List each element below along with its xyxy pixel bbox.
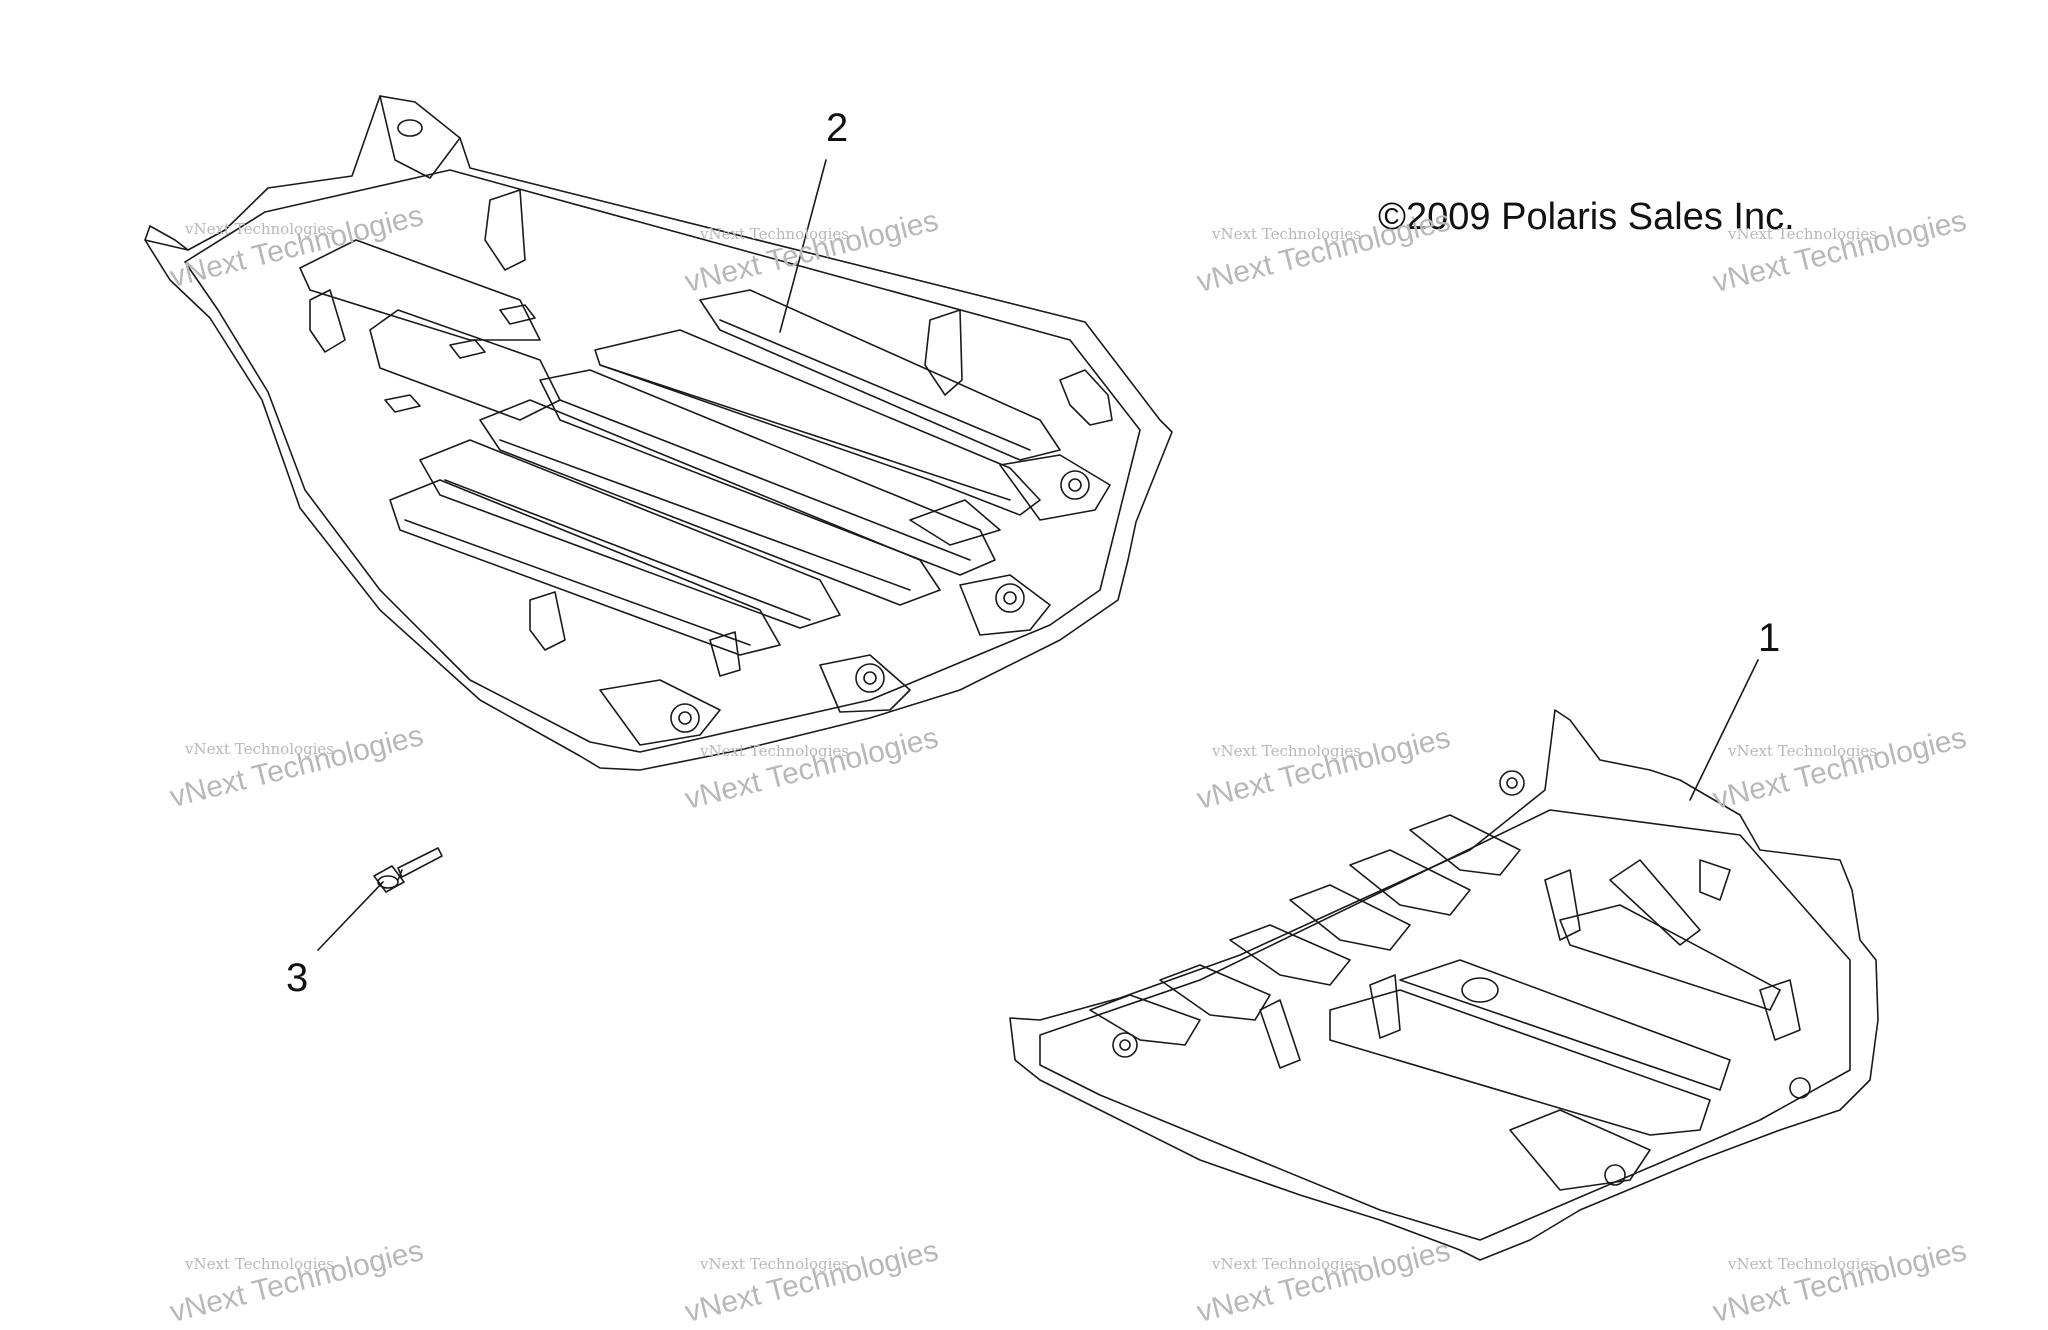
parts-diagram: 1 2 3 ©2009 Polaris Sales Inc. vNext Tec… — [144, 95, 1970, 1329]
leader-line-1 — [1689, 659, 1759, 801]
leader-line-2 — [779, 159, 827, 333]
callout-1: 1 — [1758, 616, 1781, 660]
copyright-notice: ©2009 Polaris Sales Inc. — [1378, 196, 1795, 238]
part-2-skid-plate — [144, 95, 1173, 771]
leader-line-3 — [317, 881, 384, 951]
callout-3: 3 — [286, 956, 309, 1000]
part-1-skid-plate — [1009, 709, 1879, 1261]
diagram-drawing — [144, 95, 1879, 1261]
callout-2: 2 — [826, 106, 849, 150]
part-3-bolt — [373, 847, 443, 893]
